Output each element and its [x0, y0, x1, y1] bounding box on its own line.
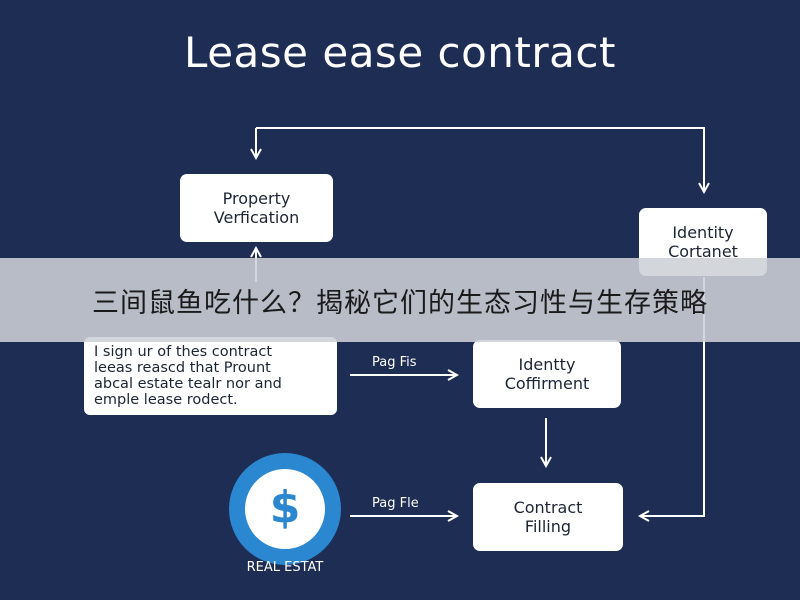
- edge-label-lower: Pag Fle: [372, 496, 419, 511]
- banner-text: 三间鼠鱼吃什么？揭秘它们的生态习性与生存策略: [92, 287, 708, 319]
- logo-caption: REAL ESTAT: [246, 560, 324, 575]
- dollar-icon: $: [269, 482, 301, 533]
- node-property-verification: Property Verfication: [180, 174, 333, 242]
- real-estate-logo: [229, 453, 341, 565]
- overlay-banner: 三间鼠鱼吃什么？揭秘它们的生态习性与生存策略: [0, 258, 800, 342]
- node-identity-confirmation: Identty Coffirment: [473, 340, 621, 408]
- loop-arrow-to-identity: [256, 127, 704, 192]
- arrow-identity-to-contract: [640, 277, 705, 516]
- diagram-title: Lease ease contract: [184, 28, 616, 77]
- note-text-box: I sign ur of thes contract leeas reascd …: [84, 337, 337, 415]
- node-contract-filling: Contract Filling: [473, 483, 623, 551]
- edge-label-upper: Pag Fis: [372, 355, 417, 370]
